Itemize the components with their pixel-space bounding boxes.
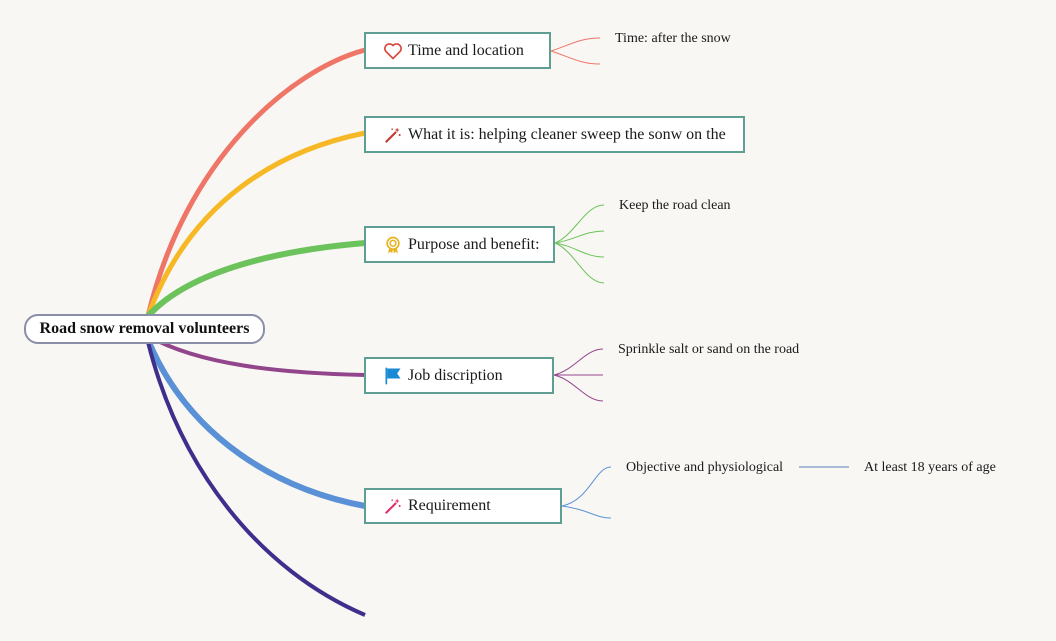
sub-line-req-1 [561, 466, 612, 507]
topic-label: What it is: helping cleaner sweep the so… [408, 125, 726, 143]
topic-job-discription[interactable]: Job discription [364, 357, 554, 394]
branch-line-purpose [145, 240, 366, 319]
sub-line-purpose-1 [554, 204, 605, 244]
sub-line-purpose-2 [554, 230, 605, 244]
sub-line-time-1 [550, 37, 601, 52]
sub-line-job-1 [553, 348, 604, 376]
topic-label: Job discription [408, 366, 503, 384]
sub-line-time-2 [550, 50, 601, 65]
topic-time-and-location[interactable]: Time and location [364, 32, 551, 69]
subtopic-time-after-snow[interactable]: Time: after the snow [615, 31, 731, 46]
topic-label: Time and location [408, 41, 524, 59]
topic-requirement[interactable]: Requirement [364, 488, 562, 524]
sub-line-purpose-4 [554, 242, 605, 284]
branch-line-empty [146, 341, 366, 617]
topic-purpose-and-benefit[interactable]: Purpose and benefit: [364, 226, 555, 263]
branch-line-job [147, 334, 366, 377]
topic-label: Requirement [408, 497, 491, 514]
topic-label: Purpose and benefit: [408, 235, 540, 253]
subtopic-objective-physiological[interactable]: Objective and physiological [626, 460, 784, 475]
branch-line-time [145, 47, 366, 317]
award-ribbon-icon [382, 234, 404, 256]
sub-line-req-2 [561, 505, 612, 519]
subtopic-age-requirement[interactable]: At least 18 years of age [864, 460, 996, 475]
branch-line-requirement [145, 338, 366, 509]
subtopic-sprinkle-salt[interactable]: Sprinkle salt or sand on the road [618, 342, 800, 357]
branch-line-what [145, 130, 366, 317]
root-topic[interactable]: Road snow removal volunteers [24, 314, 265, 344]
magic-wand-icon [382, 495, 404, 517]
flag-icon [382, 365, 404, 387]
root-topic-label: Road snow removal volunteers [39, 320, 250, 337]
subtopic-keep-road-clean[interactable]: Keep the road clean [619, 198, 731, 213]
magic-wand-icon [382, 124, 404, 146]
heart-icon [382, 40, 404, 62]
sub-line-job-3 [553, 374, 604, 402]
topic-what-it-is[interactable]: What it is: helping cleaner sweep the so… [364, 116, 745, 153]
sub-line-purpose-3 [554, 242, 605, 258]
